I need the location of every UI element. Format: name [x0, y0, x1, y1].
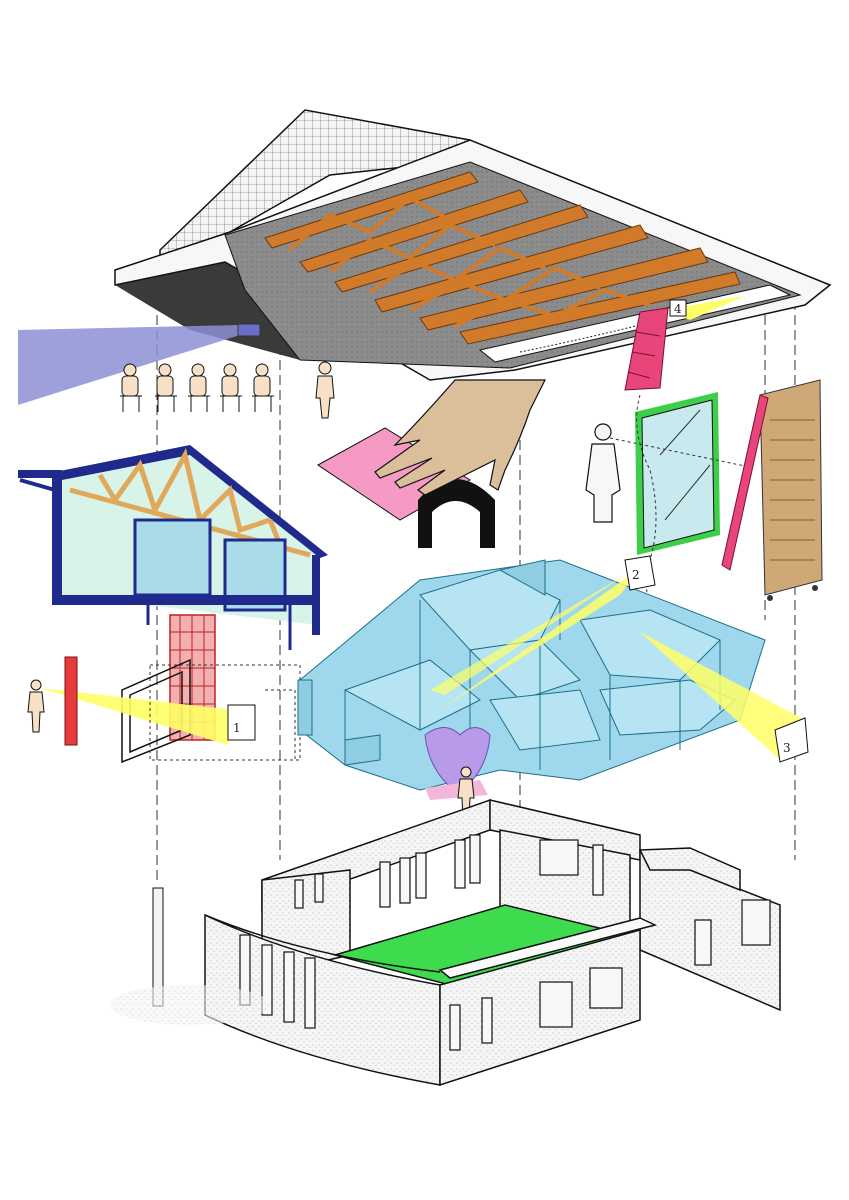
- callout-4: 4: [669, 299, 687, 317]
- lilac-blob: [424, 727, 491, 786]
- light-cone-1: [40, 688, 235, 745]
- section-left-wall: [52, 470, 62, 605]
- human-figure-icon: [457, 766, 475, 819]
- seated-audience-icon: [120, 363, 274, 412]
- building-section: [18, 445, 328, 650]
- callout-1: 1: [227, 704, 256, 741]
- annex-side: [638, 847, 741, 892]
- projector-icon: [237, 323, 261, 337]
- section-room-1: [133, 518, 212, 597]
- dashed-box: [149, 664, 301, 761]
- svg-text:2: 2: [632, 568, 640, 582]
- light-cone-3: [640, 632, 805, 760]
- light-cone-2b: [430, 572, 630, 695]
- black-arch: [418, 479, 495, 548]
- human-figure-icon: [315, 361, 335, 419]
- light-cone-2: [440, 568, 640, 710]
- section-right-wall: [312, 555, 320, 635]
- callout-2: 2: [624, 555, 656, 591]
- roof-trusses: [264, 171, 741, 345]
- section-floor: [55, 595, 320, 605]
- rooms-layer: [297, 559, 766, 791]
- wall-windows: [239, 834, 771, 1051]
- wooden-stair: [721, 379, 823, 601]
- ground-shadow: [110, 985, 270, 1025]
- pink-cabinet: [624, 307, 669, 391]
- svg-text:3: 3: [783, 741, 791, 755]
- front-top: [438, 917, 658, 979]
- roof-layer: [114, 109, 832, 381]
- svg-text:1: 1: [233, 721, 241, 735]
- callout-3: 3: [774, 717, 809, 763]
- human-figure-icon: [585, 423, 621, 523]
- svg-text:4: 4: [674, 302, 682, 316]
- section-ext-beam: [18, 470, 58, 478]
- red-post: [64, 656, 78, 746]
- human-figure-icon: [27, 679, 45, 733]
- hand-icon: [374, 379, 546, 496]
- mirror-glass: [641, 399, 715, 549]
